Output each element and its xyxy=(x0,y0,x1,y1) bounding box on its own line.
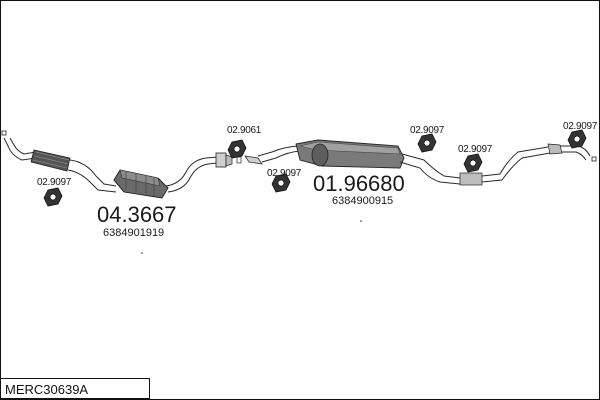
footer-code-box: MERC30639A xyxy=(0,378,150,399)
mount-m1-number: 02.9097 xyxy=(37,177,72,188)
mount-m4[interactable] xyxy=(417,133,437,153)
cat-part-number: 04.3667 xyxy=(97,202,177,227)
front-pipe[interactable] xyxy=(1,130,117,193)
mount-m3[interactable] xyxy=(271,173,291,193)
dot-marker xyxy=(141,252,143,254)
rear-silencer[interactable] xyxy=(271,139,461,185)
silencer-part-number: 01.96680 xyxy=(313,171,405,196)
middle-pipe[interactable] xyxy=(165,152,233,193)
mount-m6[interactable] xyxy=(567,129,587,149)
mount-m2[interactable] xyxy=(227,139,247,159)
mount-m5-number: 02.9097 xyxy=(458,144,493,155)
tail-pipe[interactable] xyxy=(459,143,597,186)
footer-code: MERC30639A xyxy=(5,382,89,397)
mount-m5[interactable] xyxy=(463,153,483,173)
mount-m4-number: 02.9097 xyxy=(410,125,445,136)
dot-marker xyxy=(360,220,362,222)
mount-m1[interactable] xyxy=(43,187,63,207)
cat-oem-number: 6384901919 xyxy=(103,227,164,239)
clamp[interactable] xyxy=(236,151,277,165)
silencer-oem-number: 6384900915 xyxy=(332,195,393,207)
catalytic-converter[interactable] xyxy=(113,169,169,199)
mount-m3-number: 02.9097 xyxy=(267,168,302,179)
mount-m2-number: 02.9061 xyxy=(227,125,262,136)
mount-m6-number: 02.9097 xyxy=(563,121,598,132)
